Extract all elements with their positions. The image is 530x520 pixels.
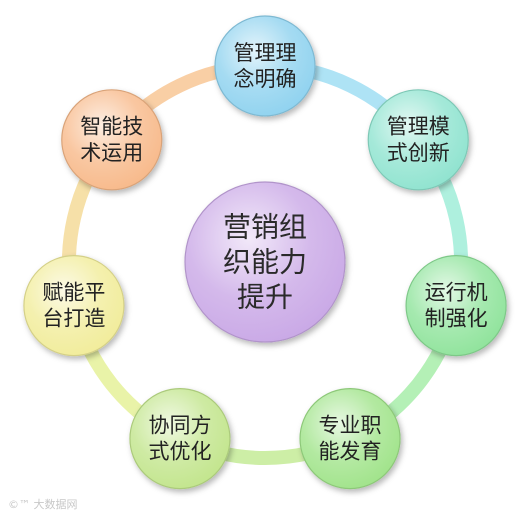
center-node-label-line: 营销组 [223, 211, 307, 244]
node-operation-mechanism-circle [405, 255, 507, 357]
node-smart-technology-label-line: 术运用 [80, 141, 143, 165]
node-smart-technology-label-line: 智能技 [80, 115, 143, 139]
center-node-label-line: 织能力 [223, 246, 307, 279]
node-empowerment-platform-label-line: 台打造 [42, 307, 105, 331]
node-smart-technology-circle [61, 89, 163, 191]
node-operation-mechanism-label-line: 运行机 [425, 280, 488, 304]
node-management-concept-circle [214, 15, 316, 117]
center-node-label-line: 提升 [237, 281, 293, 314]
watermark-text: ©™ 大数据网 [8, 498, 78, 511]
node-professional-capability-circle [299, 387, 401, 490]
node-management-concept-label-line: 管理理 [234, 41, 297, 65]
node-operation-mechanism-label-line: 制强化 [425, 307, 488, 331]
node-management-model-innovation-label-line: 式创新 [387, 141, 450, 165]
node-management-model-innovation-label-line: 管理模 [387, 115, 450, 139]
node-collaboration-circle [129, 387, 231, 490]
node-professional-capability-label-line: 能发育 [319, 440, 382, 464]
outer-nodes: 管理理念明确管理模式创新运行机制强化专业职能发育协同方式优化赋能平台打造智能技术… [23, 15, 507, 490]
node-management-model-innovation-circle [367, 89, 469, 191]
node-collaboration-label-line: 协同方 [148, 413, 211, 437]
node-management-concept-label-line: 念明确 [234, 67, 297, 91]
center-node-circle [184, 181, 346, 343]
node-collaboration-label-line: 式优化 [148, 440, 211, 464]
node-professional-capability-label-line: 专业职 [319, 413, 382, 437]
node-empowerment-platform-circle [23, 255, 125, 357]
node-empowerment-platform-label-line: 赋能平 [42, 280, 105, 304]
